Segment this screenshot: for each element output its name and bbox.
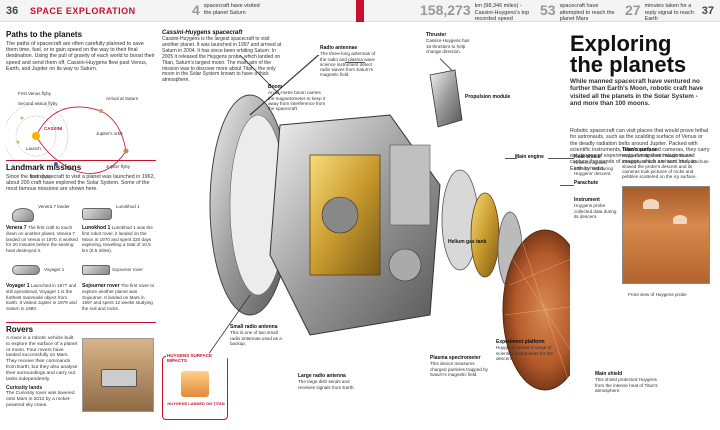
callout-helium: Helium gas tank <box>448 239 487 245</box>
helium-tank <box>388 248 422 282</box>
landmark-title: Landmark missions <box>6 163 82 172</box>
fuel-tank <box>321 196 359 234</box>
leader-line <box>505 158 517 159</box>
inset-image <box>181 371 209 397</box>
cassini-illustration <box>190 55 570 391</box>
mission-entry: Sojourner rover The first rover to explo… <box>82 283 155 311</box>
curiosity-image <box>82 338 154 412</box>
diagram-label: Earth flyby <box>30 174 52 180</box>
diagram-label: CASSINI <box>44 126 63 132</box>
page-title: Exploring the planets <box>570 31 687 77</box>
mission-entry: Voyager 1 Launched in 1977 and still ope… <box>6 283 77 311</box>
landmark-section: Landmark missions Since the first spacec… <box>6 163 156 193</box>
instrument-bay <box>389 144 431 226</box>
earth-icon <box>54 162 58 167</box>
photo-label: Front view of Huygens probe <box>628 292 687 297</box>
sun-icon <box>32 132 40 141</box>
paths-section: Paths to the planets The paths of spacec… <box>3 30 156 186</box>
venus-icon <box>20 116 24 120</box>
diagram-label: Jupiter flyby <box>106 164 131 170</box>
leader-line <box>560 185 574 186</box>
venera-image <box>12 208 34 222</box>
paths-text: The paths of spacecraft are often carefu… <box>6 41 155 72</box>
paths-title: Paths to the planets <box>6 30 83 39</box>
jupiter-icon <box>123 148 129 154</box>
mission-entry: Venera 7 The first craft to touch down o… <box>6 225 78 253</box>
titan-photo <box>622 186 710 284</box>
small-label: Lunokhod 1 <box>116 204 140 209</box>
small-label: Voyager 1 <box>44 267 65 272</box>
rovers-title: Rovers <box>6 325 34 334</box>
callout-main-engine: Main engine <box>515 154 544 160</box>
page-number-left: 36 <box>6 5 19 17</box>
landmark-text: Since the first spacecraft to visit a pl… <box>6 174 155 193</box>
sojourner-image <box>82 265 110 275</box>
callout-propulsion: Propulsion module <box>465 94 511 100</box>
small-label: Venera 7 lander <box>38 204 70 209</box>
diagram-label: Second Venus flyby <box>18 101 58 107</box>
callout-parachute: Parachute <box>574 180 599 186</box>
rover-body <box>101 369 137 387</box>
intro-text: While manned spacecraft have ventured no… <box>570 78 704 108</box>
mission-entry: Lunokhod 1 Lunokhod 1 was the first robo… <box>82 225 153 253</box>
section-title: SPACE EXPLORATION <box>30 6 136 16</box>
cassini-text: Cassini-Huygens is the largest spacecraf… <box>162 36 282 84</box>
saturn-icon <box>99 109 103 114</box>
trajectory-diagram: First Venus flyby Second Venus flyby Arr… <box>3 76 146 186</box>
curiosity-block: Curiosity lands The Curiosity rover was … <box>6 385 75 408</box>
parachute-icon <box>643 199 659 209</box>
trajectory-svg <box>3 103 129 174</box>
parachute-icon <box>673 215 687 224</box>
page-number-right: 37 <box>701 5 714 17</box>
magnetometer-boom <box>249 55 320 116</box>
diagram-label: Jupiter's orbit <box>96 131 123 137</box>
leader-line <box>345 62 365 63</box>
leader-line <box>548 158 574 159</box>
voyager-image <box>12 265 40 275</box>
diagram-label: Arrival at Saturn <box>106 96 139 102</box>
probe-instrument-platform <box>470 192 500 278</box>
section-divider <box>6 322 156 323</box>
main-engine <box>429 69 463 128</box>
diagram-label: First Venus flyby <box>18 91 52 97</box>
diagram-label: Launch <box>26 146 41 152</box>
section-divider <box>6 160 156 161</box>
small-label: Sojourner rover <box>112 267 144 272</box>
cassini-intro: Cassini-Huygens spacecraft Cassini-Huyge… <box>162 30 287 84</box>
body-text: Robotic spacecraft can visit places that… <box>570 128 710 172</box>
rovers-text: A rover is a robotic vehicle built to ex… <box>6 336 78 382</box>
venus-icon <box>16 140 20 144</box>
spine-marker <box>356 0 364 22</box>
rovers-section: Rovers A rover is a robotic vehicle buil… <box>6 325 78 408</box>
huygens-inset: HUYGENS SURFACE IMPACTS HUYGENS LANDED O… <box>162 353 228 420</box>
cassini-title: Cassini-Huygens spacecraft <box>162 30 243 36</box>
lunokhod-image <box>82 208 112 220</box>
